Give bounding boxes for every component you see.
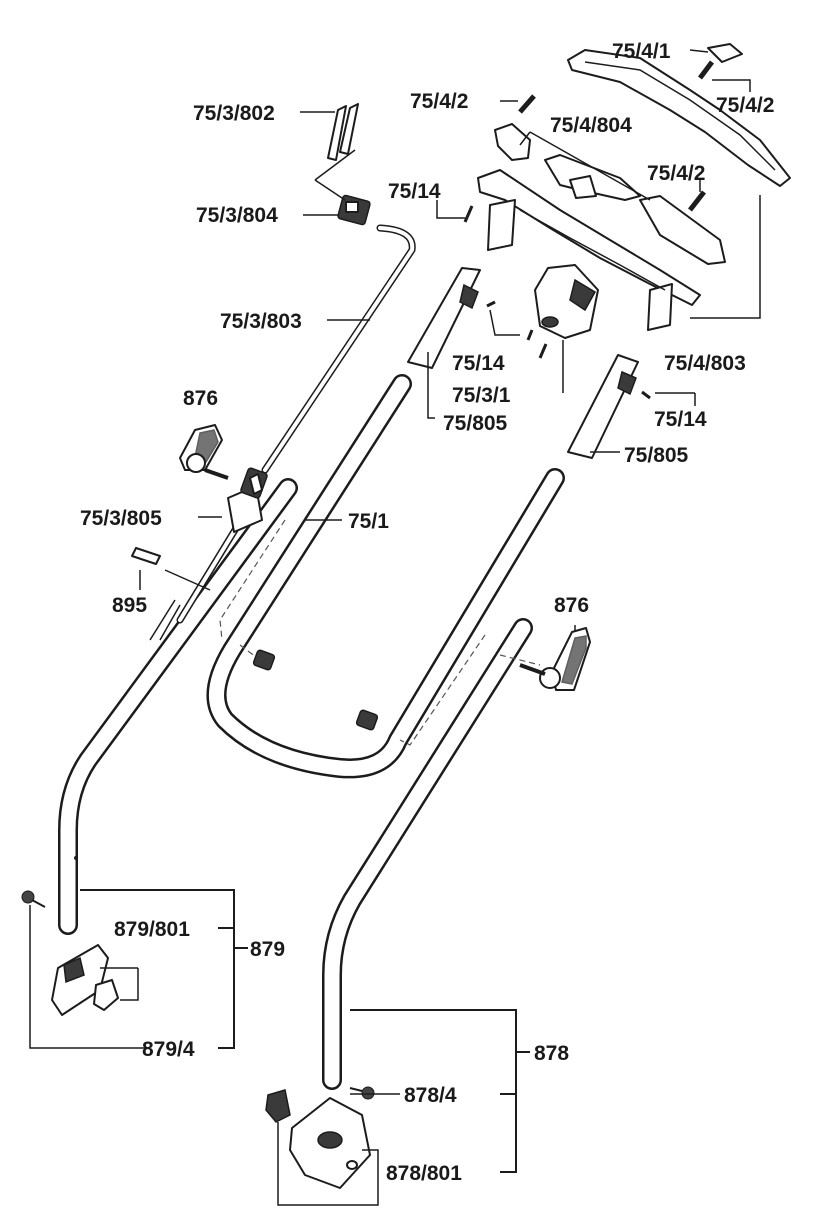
- cable-end-fitting: [327, 103, 371, 226]
- label-75-3-1: 75/3/1: [452, 384, 511, 407]
- tube-sleeve-right: [567, 354, 639, 459]
- right-mount-bracket: [265, 1086, 375, 1189]
- label-75-4-2-c: 75/4/2: [647, 162, 705, 185]
- label-879-801: 879/801: [114, 918, 190, 941]
- label-75-4-803: 75/4/803: [664, 352, 746, 375]
- cable-guide-funnel: [534, 264, 599, 339]
- latch-lever: [494, 123, 726, 265]
- label-75-3-803: 75/3/803: [220, 310, 302, 333]
- control-cable: [149, 224, 416, 641]
- label-75-4-2-b: 75/4/2: [410, 90, 468, 113]
- right-lower-tube: [322, 618, 533, 1090]
- label-75-14-b: 75/14: [452, 352, 505, 375]
- cable-clamp: [227, 467, 268, 533]
- label-895: 895: [112, 594, 147, 617]
- label-75-805-b: 75/805: [624, 444, 689, 467]
- handle-cross-frame: [477, 169, 701, 331]
- assembly-guide-lines: [219, 519, 541, 746]
- handle-clip-pins: [518, 60, 714, 212]
- label-876-b: 876: [554, 594, 589, 617]
- group-brackets: [80, 889, 530, 1173]
- label-879-4: 879/4: [142, 1038, 195, 1061]
- label-878-4: 878/4: [404, 1084, 457, 1107]
- wing-knob-right: [519, 627, 591, 691]
- left-mount-bracket: [21, 890, 119, 1016]
- tube-nuts: [252, 649, 379, 731]
- leader-lines: [29, 49, 761, 1206]
- label-876-a: 876: [183, 387, 218, 410]
- label-75-3-805: 75/3/805: [80, 507, 162, 530]
- label-75-14-c: 75/14: [654, 408, 707, 431]
- left-lower-tube: [58, 478, 298, 935]
- part-labels: 75/4/1 75/4/2 75/4/2 75/4/2 75/3/802 75/…: [80, 40, 774, 1185]
- tube-sleeve-left: [407, 267, 481, 369]
- upper-handle-grip: [567, 43, 791, 187]
- main-u-tube: [206, 374, 565, 779]
- label-75-4-2-a: 75/4/2: [716, 94, 774, 117]
- small-screws: [463, 205, 651, 400]
- label-75-4-1: 75/4/1: [612, 40, 671, 63]
- label-75-3-802: 75/3/802: [193, 102, 275, 125]
- wing-knob-left: [179, 424, 229, 480]
- label-75-3-804: 75/3/804: [196, 204, 278, 227]
- label-75-14-a: 75/14: [388, 180, 441, 203]
- cable-adjuster: [131, 547, 161, 565]
- label-879: 879: [250, 938, 285, 961]
- label-75-4-804: 75/4/804: [550, 114, 632, 137]
- label-75-805-a: 75/805: [443, 412, 508, 435]
- label-878: 878: [534, 1042, 569, 1065]
- label-878-801: 878/801: [386, 1162, 462, 1185]
- label-75-1: 75/1: [348, 510, 389, 533]
